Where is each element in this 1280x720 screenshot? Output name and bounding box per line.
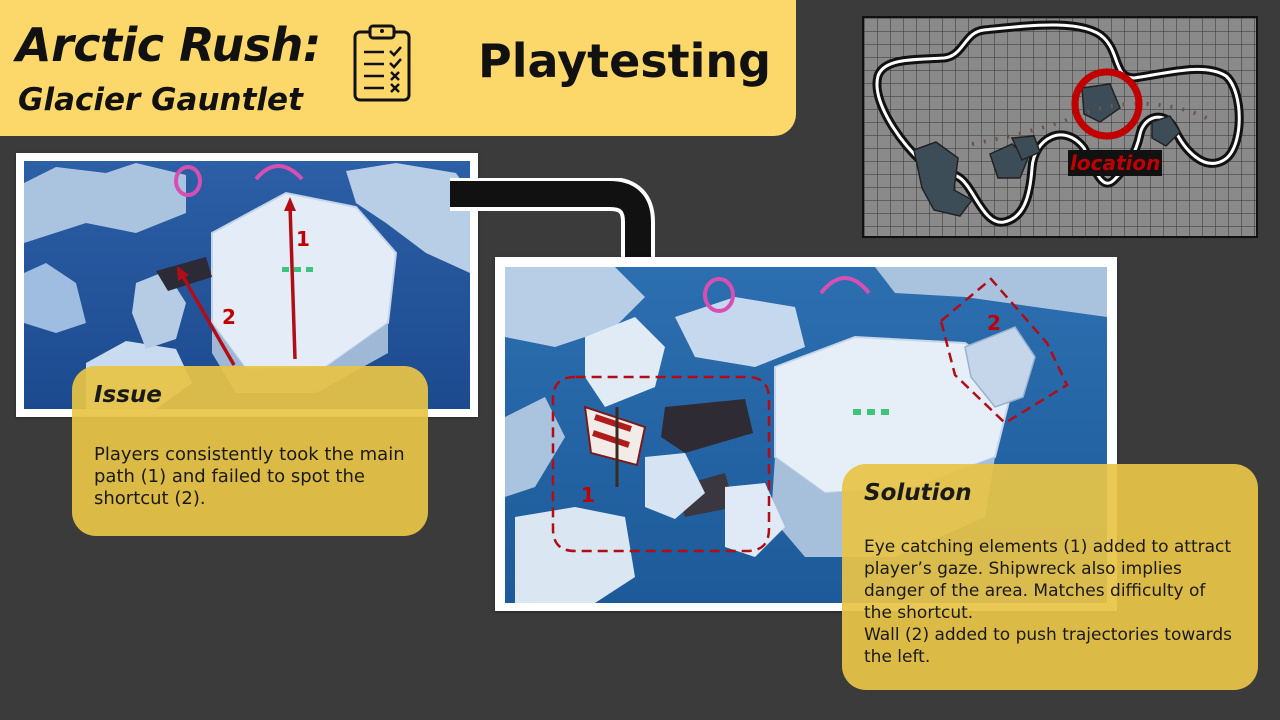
map-drawing: [864, 18, 1256, 236]
marker-wall: 2: [987, 311, 1001, 335]
header-banner: Arctic Rush: Glacier Gauntlet Playtestin…: [0, 0, 796, 136]
solution-body: Eye catching elements (1) added to attra…: [864, 537, 1233, 667]
location-marker: [1071, 68, 1143, 140]
ice-island: [1010, 135, 1041, 161]
section-title: Playtesting: [478, 34, 772, 88]
highlight-region-1: [551, 375, 771, 553]
shortcut-arrow: [180, 274, 236, 366]
ice-island: [913, 141, 974, 217]
ice-wall: [964, 326, 1036, 408]
solution-heading: Solution: [864, 480, 972, 506]
shipwreck: [583, 399, 753, 517]
clipboard-checklist-icon: [350, 22, 414, 108]
highlight-region-2: [939, 277, 1069, 425]
marker-shortcut: 2: [222, 305, 236, 329]
solution-callout: Solution Eye catching elements (1) added…: [842, 464, 1258, 690]
ice-island: [1081, 83, 1121, 123]
issue-heading: Issue: [94, 382, 162, 408]
ice-island: [1151, 115, 1181, 147]
issue-callout: Issue Players consistently took the main…: [72, 366, 428, 536]
game-subtitle: Glacier Gauntlet: [18, 82, 303, 118]
game-title: Arctic Rush:: [16, 18, 321, 72]
main-path-arrow: [288, 204, 297, 360]
issue-body: Players consistently took the main path …: [94, 444, 405, 509]
marker-eye-catching-elements: 1: [581, 483, 595, 507]
location-label: location: [1068, 150, 1163, 176]
marker-main-path: 1: [296, 227, 310, 251]
level-map: location: [862, 16, 1258, 238]
